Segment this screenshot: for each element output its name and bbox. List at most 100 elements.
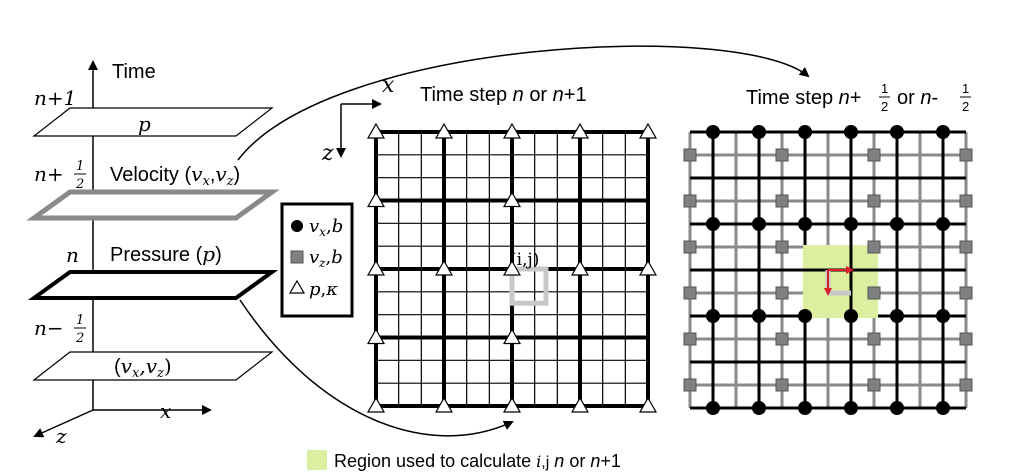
grid-left-header: x z Time step n or n+1 <box>321 73 587 166</box>
frac-1-den: 2 <box>881 99 888 114</box>
frac-2-num: 1 <box>962 81 969 96</box>
vx-node-circle <box>706 309 720 323</box>
footer-text: Region used to calculate i,j n or n+1 <box>334 451 621 471</box>
vx-node-circle <box>844 125 858 139</box>
level-n: n <box>66 243 79 267</box>
svg-text:2: 2 <box>75 177 84 192</box>
curve-arrow-bottom <box>239 299 514 437</box>
legend: vx,b vz,b p,κ <box>280 202 354 318</box>
grid-right-title: Time step n+ <box>746 87 861 109</box>
pressure-triangle <box>502 259 522 276</box>
vz-node-square <box>867 194 881 208</box>
pressure-triangle <box>434 122 454 139</box>
svg-text:n−: n− <box>34 316 64 340</box>
pressure-triangle <box>570 259 590 276</box>
pressure-triangle <box>434 259 454 276</box>
vz-node-square <box>775 286 789 300</box>
pressure-triangle <box>434 396 454 413</box>
vx-node-circle <box>844 401 858 415</box>
grid-right <box>683 125 973 415</box>
vz-node-square <box>867 148 881 162</box>
pressure-triangle <box>638 396 658 413</box>
svg-text:1: 1 <box>76 313 84 328</box>
frac-2-den: 2 <box>962 99 969 114</box>
vz-node-square <box>959 148 973 162</box>
vz-node-square <box>683 378 697 392</box>
legend-item-vx: vx,b <box>309 216 343 239</box>
grid-left-title: Time step n or n+1 <box>420 84 587 106</box>
layer-n-minus-half <box>32 351 274 381</box>
svg-text:1: 1 <box>76 159 84 174</box>
level-n-plus-half: n+ 1 2 <box>34 159 86 192</box>
vx-node-circle <box>844 309 858 323</box>
grid-left: (i,j) <box>366 122 658 413</box>
vx-node-circle <box>936 309 950 323</box>
legend-item-vz: vz,b <box>309 247 343 270</box>
vz-node-square <box>683 240 697 254</box>
vz-node-square <box>775 332 789 346</box>
layer-n <box>27 270 279 300</box>
vz-node-square <box>959 332 973 346</box>
vz-node-square <box>683 286 697 300</box>
level-n-minus-half: n− 1 2 <box>34 313 86 346</box>
pressure-triangle <box>570 396 590 413</box>
calc-region <box>803 245 878 318</box>
vx-node-circle <box>798 309 812 323</box>
vx-node-circle <box>890 309 904 323</box>
vx-node-circle <box>890 217 904 231</box>
pressure-triangle <box>366 396 386 413</box>
pressure-triangle <box>366 259 386 276</box>
vx-node-circle <box>752 309 766 323</box>
vz-node-square <box>683 148 697 162</box>
pressure-triangle <box>502 191 522 208</box>
vz-node-square <box>683 332 697 346</box>
svg-text:n+: n+ <box>34 162 64 186</box>
grid-right-title-or: or n- <box>897 87 938 109</box>
pressure-triangle <box>366 122 386 139</box>
layer-n-label: Pressure (p) <box>110 242 222 266</box>
vx-node-circle <box>936 125 950 139</box>
vz-node-square <box>775 378 789 392</box>
vx-node-circle <box>798 217 812 231</box>
vz-node-square <box>867 286 881 300</box>
vz-node-square <box>959 240 973 254</box>
vx-node-circle <box>752 125 766 139</box>
vx-node-circle <box>890 125 904 139</box>
z-axis-arrow <box>33 409 94 438</box>
vz-node-square <box>867 378 881 392</box>
vz-node-square <box>959 194 973 208</box>
vz-node-square <box>959 286 973 300</box>
pressure-triangle <box>366 328 386 345</box>
time-axis-label: Time <box>112 61 156 83</box>
svg-text:2: 2 <box>75 331 84 346</box>
vx-node-circle <box>706 401 720 415</box>
grid-left-cell-ij <box>509 266 549 306</box>
vx-node-circle <box>890 401 904 415</box>
pressure-triangle <box>502 328 522 345</box>
level-n-plus-1: n+1 <box>34 86 76 110</box>
x-axis-label: x <box>160 399 171 423</box>
layer-n-plus-half-label: Velocity (vx,vz) <box>110 162 240 189</box>
vz-node-square <box>775 240 789 254</box>
legend-item-p: p,κ <box>309 279 338 300</box>
layer-n-minus-half-label: (vx,vz) <box>114 354 172 381</box>
vx-node-circle <box>798 125 812 139</box>
z-axis-label: z <box>55 424 67 448</box>
vz-node-square <box>775 148 789 162</box>
pressure-triangle <box>366 191 386 208</box>
time-axis-panel: Time p Velocity (vx,vz) Pressure (p) (vx… <box>26 60 280 448</box>
grid-right-header: Time step n+ 1 2 or n- 1 2 <box>746 81 971 114</box>
vz-node-square <box>683 194 697 208</box>
grid-left-cell-label: (i,j) <box>510 250 539 270</box>
grid-left-x-label: x <box>382 73 395 98</box>
pressure-triangle <box>638 122 658 139</box>
pressure-triangle <box>638 259 658 276</box>
layer-n-plus-half <box>26 189 280 221</box>
curve-arrow-top <box>237 45 810 161</box>
layer-n-plus-1-label: p <box>138 112 151 136</box>
vx-node-circle <box>844 217 858 231</box>
pressure-triangle <box>502 396 522 413</box>
legend-square-icon <box>290 250 304 264</box>
